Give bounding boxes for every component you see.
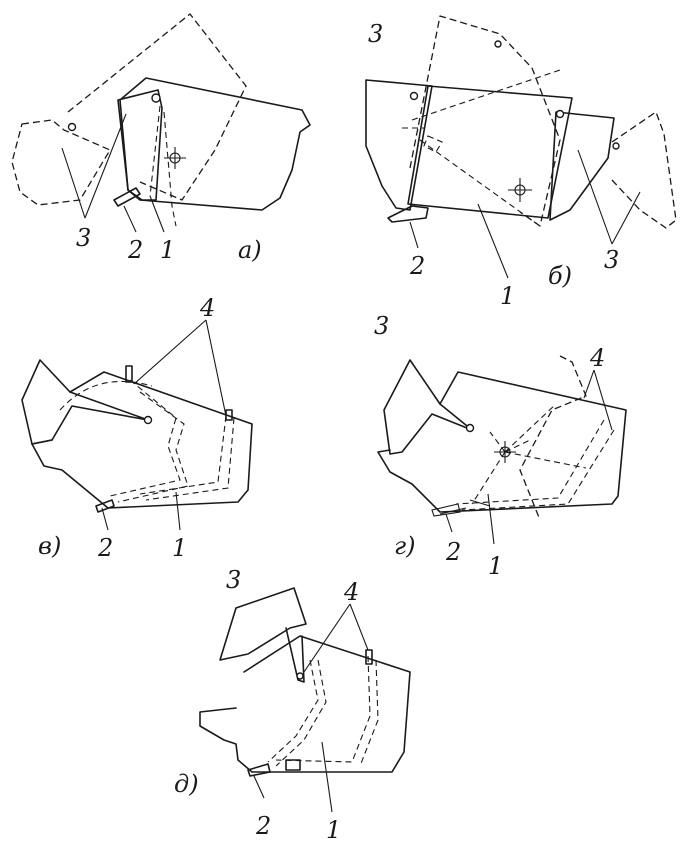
panel-b-tooth (387, 205, 429, 223)
panel-g-center-mark (494, 441, 516, 463)
panel-g-leader-1 (487, 493, 495, 545)
panel-b-jaw-right-outline (611, 111, 677, 229)
panel-d-liner-right-inner (359, 659, 379, 767)
panel-v-label-1: 1 (172, 534, 187, 562)
panel-a-jaw-hole (67, 122, 77, 132)
panel-v-marker-right (225, 409, 233, 421)
panel-d-liner-right (275, 655, 371, 763)
panel-g-label-3: 3 (374, 312, 389, 340)
panel-v-liner-left (109, 379, 181, 497)
panel-a-leader-2 (123, 205, 137, 233)
panel-a-jaw-left-outline (11, 119, 111, 206)
panel-b-bucket-body (407, 85, 573, 219)
panel-g-label-1: 1 (488, 552, 503, 580)
panel-b-latch (402, 127, 443, 153)
panel-b-label-2: 2 (409, 252, 425, 280)
panel-b-jaw-raised-outline (409, 15, 561, 227)
panel-g-rays (471, 403, 587, 505)
panel-a-motion-lines (149, 105, 177, 227)
panel-v-bucket-body (31, 371, 253, 509)
panel-g-jaw (383, 359, 473, 455)
panel-b-diagonal-lines (411, 69, 561, 227)
panel-a-bucket-body (119, 77, 311, 211)
panel-b-jaw-left (365, 79, 433, 211)
panel-d-label-1: 1 (326, 816, 341, 844)
panel-v-liner-right-inner (145, 417, 235, 501)
panel-b-leader-2 (409, 221, 419, 249)
panel-g-label-2: 2 (445, 538, 461, 566)
panel-d-liner-left-inner (275, 659, 327, 767)
panel-d-plate (285, 759, 301, 771)
panel-v-jaw (21, 359, 149, 445)
panel-v-marker-left (125, 365, 133, 383)
panel-v-label-4: 4 (199, 294, 215, 322)
panel-g-liner-a (455, 419, 605, 505)
panel-a-tooth (113, 187, 141, 207)
panel-g-label-4: 4 (589, 344, 605, 372)
panel-g-liner-raised (519, 355, 587, 521)
panel-d-leader-1 (321, 741, 333, 813)
panel-v-tooth (95, 499, 115, 513)
panel-b-leader-1 (477, 203, 509, 279)
panel-a-label-3: 3 (76, 224, 91, 252)
panel-b-hole-right (555, 109, 565, 119)
panel-v: 4 2 1 в) (21, 294, 253, 562)
panel-b-jaw-right (549, 111, 615, 221)
panel-v-swing-arc (59, 380, 153, 411)
panel-g-jaw-pin (465, 423, 475, 433)
panel-d-liner-left (267, 659, 319, 763)
panel-v-liner-right (139, 415, 227, 495)
panel-d: 3 4 2 1 д) (174, 566, 411, 844)
panel-v-label-2: 2 (97, 534, 113, 562)
panel-v-caption: в) (38, 532, 61, 560)
panel-d-caption: д) (174, 770, 199, 798)
panel-b-hole-top (494, 40, 502, 48)
panel-g-leader-4 (583, 369, 613, 431)
panel-g: 3 4 2 1 г) (374, 312, 627, 580)
panel-d-label-3: 3 (226, 566, 241, 594)
panel-b-hole-far (612, 142, 620, 150)
panel-g-leader-2 (445, 513, 453, 533)
panel-d-jaw (219, 587, 307, 661)
panel-b-caption: б) (548, 262, 572, 290)
panel-a: 3 2 1 а) (11, 13, 311, 264)
panel-a-caption: а) (238, 236, 262, 264)
panel-g-teeth (431, 499, 491, 517)
panel-d-tooth (247, 763, 271, 777)
panel-d-jaw-arm (285, 627, 305, 683)
panel-a-label-2: 2 (127, 236, 143, 264)
panel-a-jaw-raised-outline (67, 13, 247, 201)
panel-b-center-mark (508, 178, 532, 202)
panel-b-label-1: 1 (500, 282, 515, 310)
panel-d-label-2: 2 (255, 812, 271, 840)
panel-a-label-1: 1 (160, 236, 175, 264)
panel-b-label-3-right: 3 (604, 246, 619, 274)
panel-v-leader-2 (101, 507, 109, 531)
panel-a-leader-1 (149, 195, 165, 233)
panel-a-leader-3 (61, 113, 127, 219)
panel-v-jaw-pin (143, 415, 153, 425)
panel-g-caption: г) (394, 532, 416, 560)
panel-v-leader-1 (175, 491, 181, 531)
panel-v-leader-4 (133, 319, 227, 417)
panel-a-jaw-plate (117, 89, 163, 201)
panel-d-label-4: 4 (343, 578, 359, 606)
panel-d-leader-4 (303, 603, 369, 673)
panel-b-label-3-left: 3 (368, 20, 383, 48)
panel-d-leader-2 (253, 775, 265, 799)
panel-a-center-mark (164, 147, 186, 169)
panel-b-leader-3 (577, 149, 641, 245)
panel-g-bucket-body (377, 371, 627, 513)
panel-d-jaw-pin (296, 672, 304, 680)
panel-b: 3 2 1 3 б) (365, 15, 677, 310)
panel-d-marker-right (365, 649, 373, 665)
panel-d-bucket-body (199, 635, 411, 773)
panel-v-liner-left-inner (117, 391, 189, 503)
panel-b-hole-left (409, 91, 419, 101)
panel-a-pivot-hole (151, 93, 161, 103)
